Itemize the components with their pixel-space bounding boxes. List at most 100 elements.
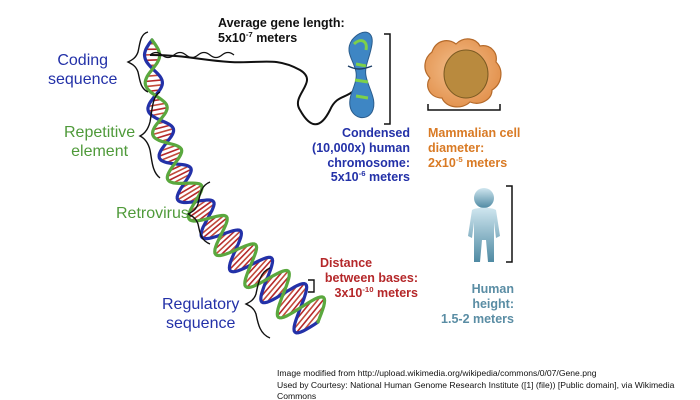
base-pair-rung [229,244,249,264]
regulatory-sequence-line-2: sequence [165,314,236,332]
coding-sequence-label: Coding sequence [48,52,117,90]
base-distance-bracket [308,279,315,293]
base-pair-rung [160,144,177,152]
base-distance-exponent: -10 [362,284,374,294]
base-pair-rung [219,234,242,257]
dna-strand-green [143,38,327,324]
mammalian-cell-icon [424,38,502,108]
chromosome-unit: meters [365,170,410,185]
coding-sequence-line-2: sequence [48,70,118,88]
base-pair-rung [160,151,182,161]
base-distance-unit: meters [373,285,418,300]
chromosome-scale-bracket [384,33,391,125]
human-height-line-2: height: [472,296,514,311]
base-pair-rung [177,184,202,201]
coding-sequence-brace [126,31,149,93]
base-pair-rung [232,246,258,273]
base-pair-rung [188,200,213,219]
human-height-line-1: Human [471,282,514,296]
repetitive-element-line-1: Repetitive [64,124,136,141]
base-pair-rung [208,222,227,240]
dna-strand-blue [142,38,320,335]
dna-strands [142,38,327,335]
human-scale-bracket [506,185,513,263]
base-pair-rung [229,243,255,271]
chromosome-line-2: (10,000x) human [312,140,410,155]
cell-line-2: diameter: [428,140,485,155]
regulatory-sequence-line-1: Regulatory [162,296,240,313]
base-pair-rung [246,258,273,288]
gene-length-value: 5x10-7 meters [218,29,345,46]
cell-exponent: -5 [455,154,463,164]
gene-length-unit: meters [252,30,298,45]
base-distance-line-1: Distance [320,256,373,270]
base-pair-rung [266,275,290,303]
human-height-label: Human height: 1.5-2 meters [420,282,514,326]
gene-length-exponent: -7 [245,29,253,39]
chromosome-exponent: -6 [358,169,366,179]
base-pair-rung [153,124,171,131]
base-pair-rung [260,270,284,298]
base-distance-base: 3x10 [334,285,363,300]
gene-length-line-1: Average gene length: [218,16,345,30]
base-distance-line-2: between bases: [324,270,418,285]
dna-double-helix-icon [142,38,327,335]
base-pair-rung [177,182,198,196]
base-distance-value: 3x10-10 meters [300,284,419,301]
base-pair-rung [280,286,308,319]
base-pair-rung [202,217,228,239]
cell-unit: meters [462,155,508,170]
cell-value: 2x10-5 meters [428,154,520,171]
cell-scale-bracket [427,104,501,111]
base-pair-rung [151,111,166,117]
credit-line-2: Used by Courtesy: National Human Genome … [277,379,675,400]
base-pair-rung [146,84,163,88]
dna-base-pairs [144,42,325,334]
base-pair-rung [276,283,305,317]
regulatory-sequence-label: Regulatory sequence [162,296,239,334]
base-pair-rung [295,298,325,334]
base-pair-rung [155,132,174,140]
coding-sequence-line-1: Coding [57,52,109,69]
chromosome-line-3: chromosome: [327,155,410,170]
image-credit: Image modified from http://upload.wikime… [277,368,700,400]
base-pair-rung [293,296,321,330]
base-distance-label: Distance between bases: 3x10-10 meters [300,256,418,300]
cell-label: Mammalian cell diameter: 2x10-5 meters [428,126,520,170]
repetitive-element-label: Repetitive element [64,124,135,162]
gene-length-label: Average gene length: 5x10-7 meters [218,16,345,46]
base-pair-rung [173,173,191,184]
repetitive-element-brace [138,91,161,179]
regulatory-sequence-brace [244,267,271,339]
human-figure-icon [468,188,500,262]
credit-line-1: Image modified from http://upload.wikime… [277,368,597,378]
chromosome-base: 5x10 [330,170,359,185]
base-pair-rung [181,189,203,203]
human-height-line-3: 1.5-2 meters [441,311,514,326]
chromosome-label: Condensed (10,000x) human chromosome: 5x… [300,126,410,185]
cell-line-1: Mammalian cell [428,126,521,140]
retrovirus-label: Retrovirus [116,205,189,222]
base-pair-rung [214,229,237,250]
gene-length-base: 5x10 [218,30,246,45]
dna-thread-coil [149,51,235,59]
dna-thread [149,54,353,126]
chromosome-value: 5x10-6 meters [300,170,410,185]
base-pair-rung [145,59,159,62]
base-pair-rung [191,203,215,222]
base-pair-rung [302,305,325,332]
base-pair-rung [200,214,225,235]
base-pair-rung [145,79,162,83]
base-pair-rung [152,127,174,136]
base-pair-rung [215,230,242,255]
base-pair-rung [158,147,181,157]
base-pair-rung [148,102,166,108]
retrovirus-brace [186,181,211,245]
base-pair-rung [244,256,270,285]
chromosome-line-1: Condensed [341,126,410,140]
repetitive-element-line-2: element [71,142,129,160]
chromosome-icon [347,31,375,119]
base-pair-rung [168,168,192,182]
